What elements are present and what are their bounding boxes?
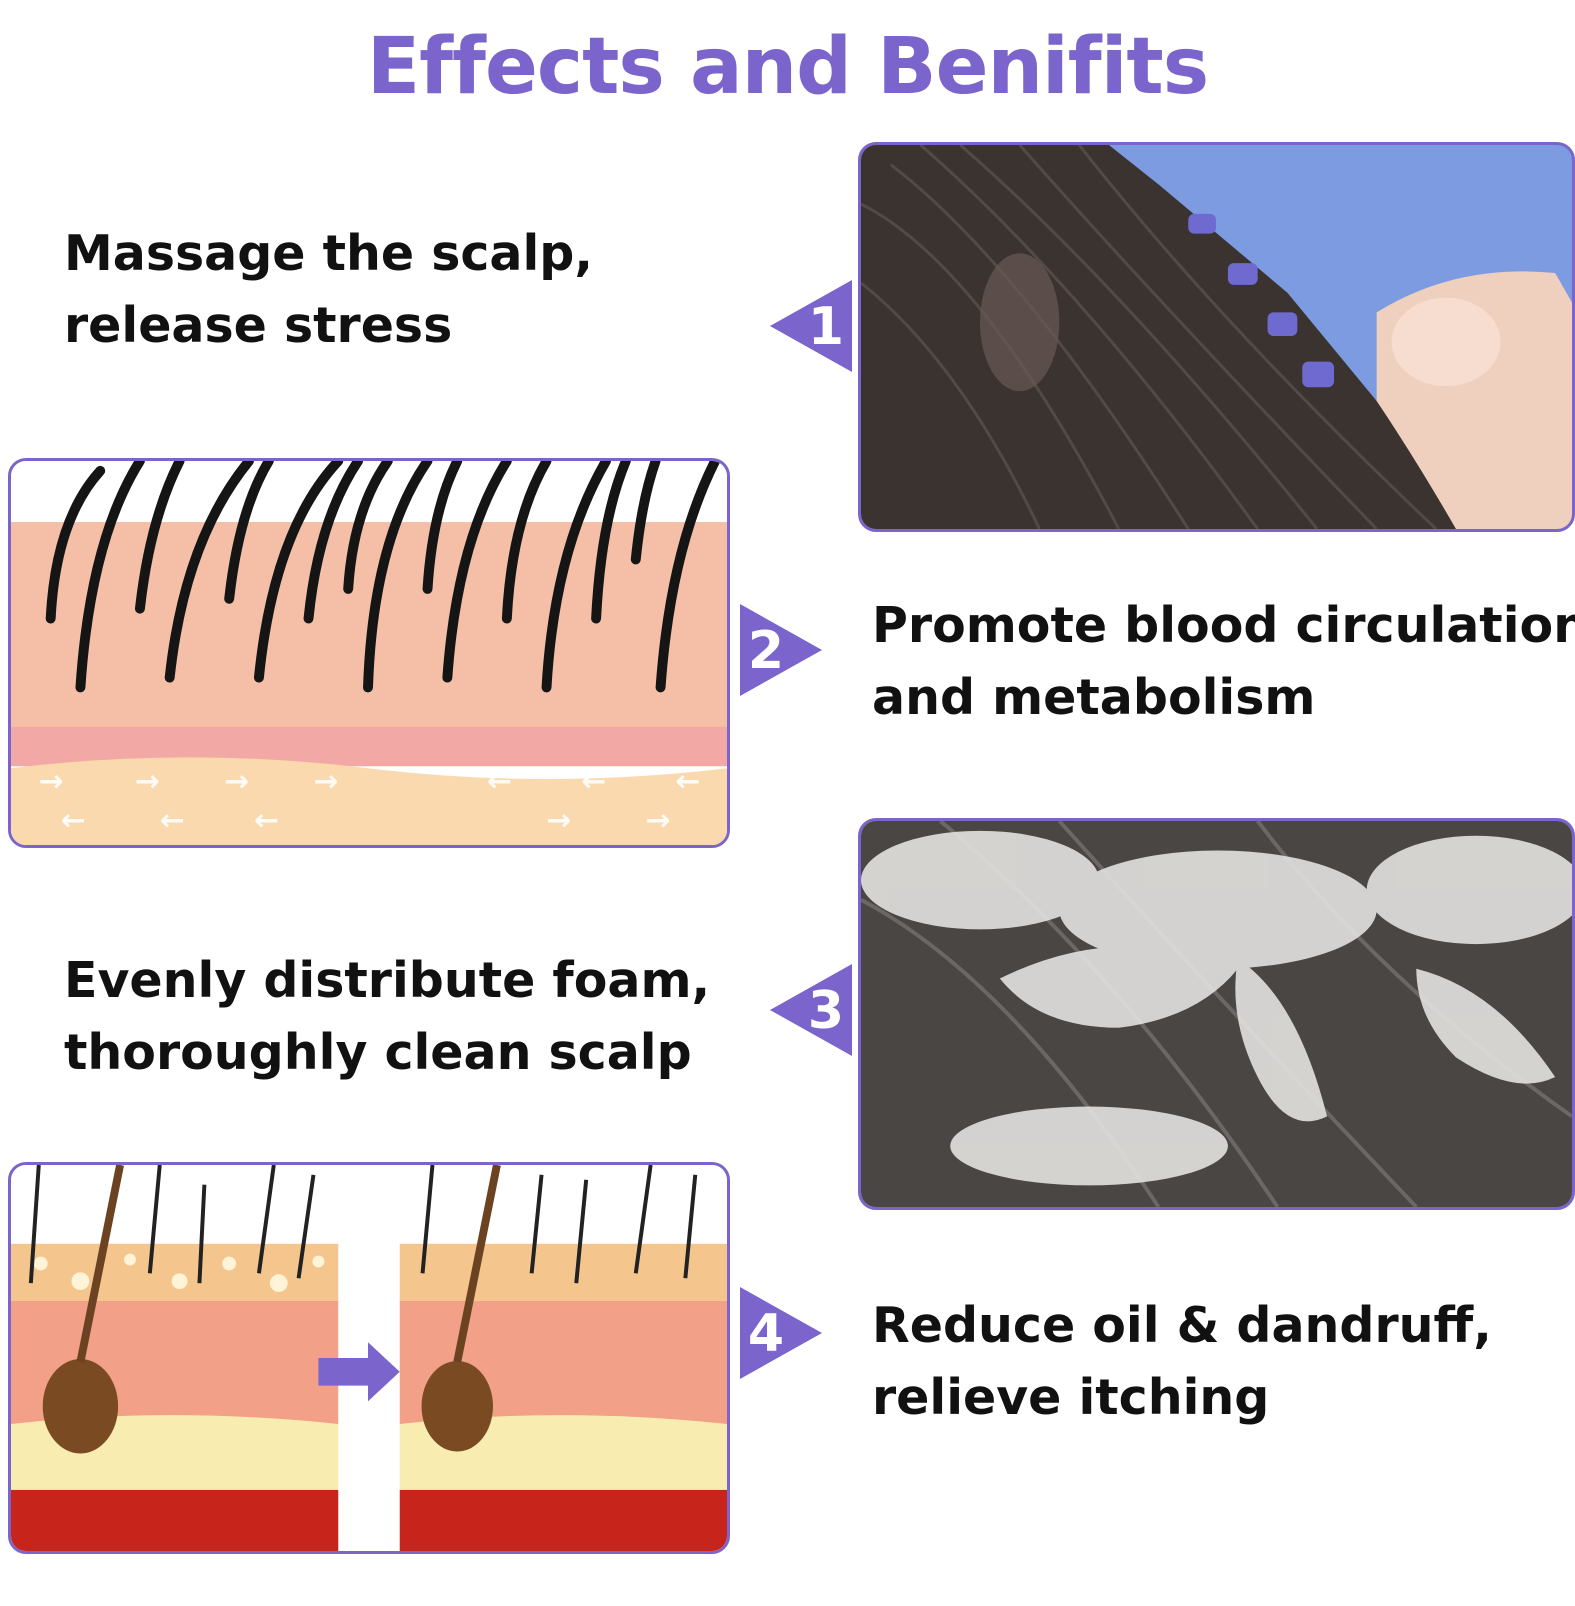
benefit-4-number: 4: [748, 1304, 784, 1364]
benefit-3-caption: Evenly distribute foam, thoroughly clean…: [64, 945, 710, 1089]
scalp-massage-photo: [858, 142, 1575, 532]
benefit-2-caption: Promote blood circulation and metabolism: [872, 590, 1575, 734]
benefit-4-line1: Reduce oil & dandruff,: [872, 1297, 1492, 1354]
page-title: Effects and Benifits: [366, 22, 1209, 112]
svg-text:←: ←: [254, 802, 279, 837]
before-section: [11, 1165, 339, 1551]
svg-text:→: →: [39, 763, 64, 798]
benefit-1-line2: release stress: [64, 297, 453, 354]
shampoo-foam-photo: [858, 818, 1575, 1210]
arrow-left-icon: [770, 280, 852, 372]
benefit-4-caption: Reduce oil & dandruff, relieve itching: [872, 1290, 1492, 1434]
benefit-2-line2: and metabolism: [872, 669, 1316, 726]
benefit-2-number: 2: [748, 621, 784, 681]
hair-follicle-diagram: → → → → ← ← ← ← ← ← → →: [8, 458, 730, 848]
arrow-right-icon: [740, 604, 822, 696]
svg-text:←: ←: [160, 802, 185, 837]
arrow-right-icon: [740, 1287, 822, 1379]
svg-text:←: ←: [675, 763, 700, 798]
svg-text:→: →: [547, 802, 572, 837]
benefit-2-badge: 2: [734, 602, 824, 698]
benefit-4-badge: 4: [734, 1285, 824, 1381]
svg-text:←: ←: [61, 802, 86, 837]
svg-text:→: →: [646, 802, 671, 837]
scalp-before-after-diagram: [8, 1162, 730, 1554]
benefit-1-number: 1: [808, 297, 844, 357]
arrow-right-icon: [318, 1342, 400, 1402]
benefit-1-caption: Massage the scalp, release stress: [64, 218, 593, 362]
benefit-3-badge: 3: [770, 962, 860, 1058]
after-section: [399, 1165, 727, 1551]
svg-text:→: →: [135, 763, 160, 798]
svg-text:→: →: [224, 763, 249, 798]
svg-text:←: ←: [581, 763, 606, 798]
benefit-4-line2: relieve itching: [872, 1369, 1270, 1426]
benefit-3-line1: Evenly distribute foam,: [64, 952, 711, 1009]
benefit-3-number: 3: [808, 981, 844, 1041]
benefit-2-line1: Promote blood circulation: [872, 597, 1575, 654]
svg-text:→: →: [313, 763, 338, 798]
benefit-1-badge: 1: [770, 278, 860, 374]
benefit-3-line2: thoroughly clean scalp: [64, 1024, 692, 1081]
svg-text:←: ←: [487, 763, 512, 798]
arrow-left-icon: [770, 964, 852, 1056]
benefit-1-line1: Massage the scalp,: [64, 225, 593, 282]
